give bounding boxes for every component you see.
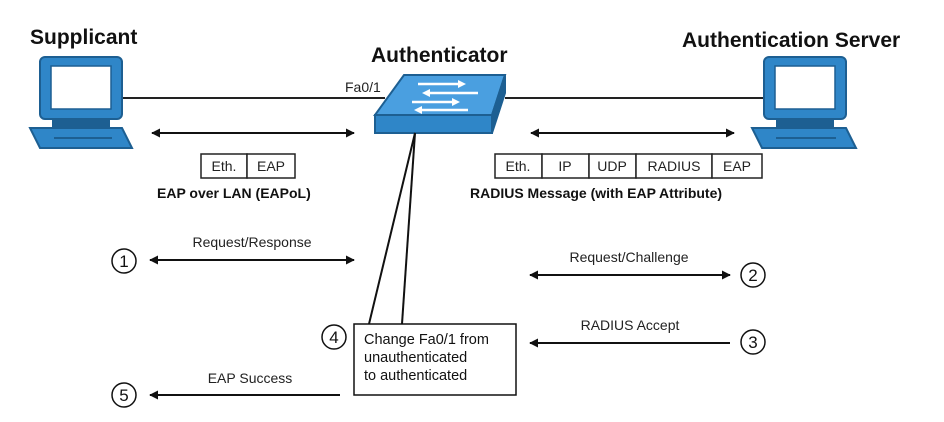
- radius-cell: [541, 153, 590, 179]
- radius-cell: [711, 153, 763, 179]
- callout-line-left: [368, 132, 416, 325]
- eapol-cell: [246, 153, 296, 179]
- callout-line-right: [401, 132, 416, 325]
- step-2-number: 2: [748, 266, 757, 285]
- authenticator-title: Authenticator: [371, 44, 508, 67]
- radius-cell: [635, 153, 713, 179]
- supplicant-computer-icon: [28, 56, 134, 149]
- radius-caption: RADIUS Message (with EAP Attribute): [470, 185, 722, 201]
- step-5-number: 5: [119, 386, 128, 405]
- radius-frame: Eth. IP UDP RADIUS EAP: [494, 153, 763, 179]
- eapol-caption: EAP over LAN (EAPoL): [157, 185, 311, 201]
- server-computer-icon: [750, 56, 858, 149]
- step-3-marker: [740, 329, 766, 355]
- step-3-label: RADIUS Accept: [581, 317, 680, 333]
- step-4-line-2: unauthenticated: [364, 350, 467, 366]
- step-4-line-1: Change Fa0/1 from: [364, 332, 489, 348]
- step-4-marker: [321, 324, 347, 350]
- radius-cell-label: EAP: [723, 158, 751, 174]
- step-2-label: Request/Challenge: [569, 249, 688, 265]
- eapol-frame: Eth. EAP: [200, 153, 296, 179]
- port-label: Fa0/1: [345, 79, 381, 95]
- step-1-label: Request/Response: [192, 234, 311, 250]
- step-4-box: [353, 323, 517, 396]
- step-1-number: 1: [119, 252, 128, 271]
- supplicant-title: Supplicant: [30, 26, 137, 49]
- eapol-cell-label: Eth.: [212, 158, 237, 174]
- auth-server-title: Authentication Server: [682, 29, 900, 52]
- step-5-marker: [111, 382, 137, 408]
- radius-cell-label: RADIUS: [648, 158, 701, 174]
- eapol-cell-label: EAP: [257, 158, 285, 174]
- step-5-label: EAP Success: [208, 370, 293, 386]
- radius-cell-label: Eth.: [506, 158, 531, 174]
- step-4-number: 4: [329, 328, 338, 347]
- step-2-marker: [740, 262, 766, 288]
- step-1-marker: [111, 248, 137, 274]
- switch-icon: [373, 74, 507, 134]
- radius-cell: [588, 153, 637, 179]
- step-3-number: 3: [748, 333, 757, 352]
- step-4-line-3: to authenticated: [364, 368, 467, 384]
- radius-cell-label: IP: [558, 158, 571, 174]
- radius-cell-label: UDP: [597, 158, 627, 174]
